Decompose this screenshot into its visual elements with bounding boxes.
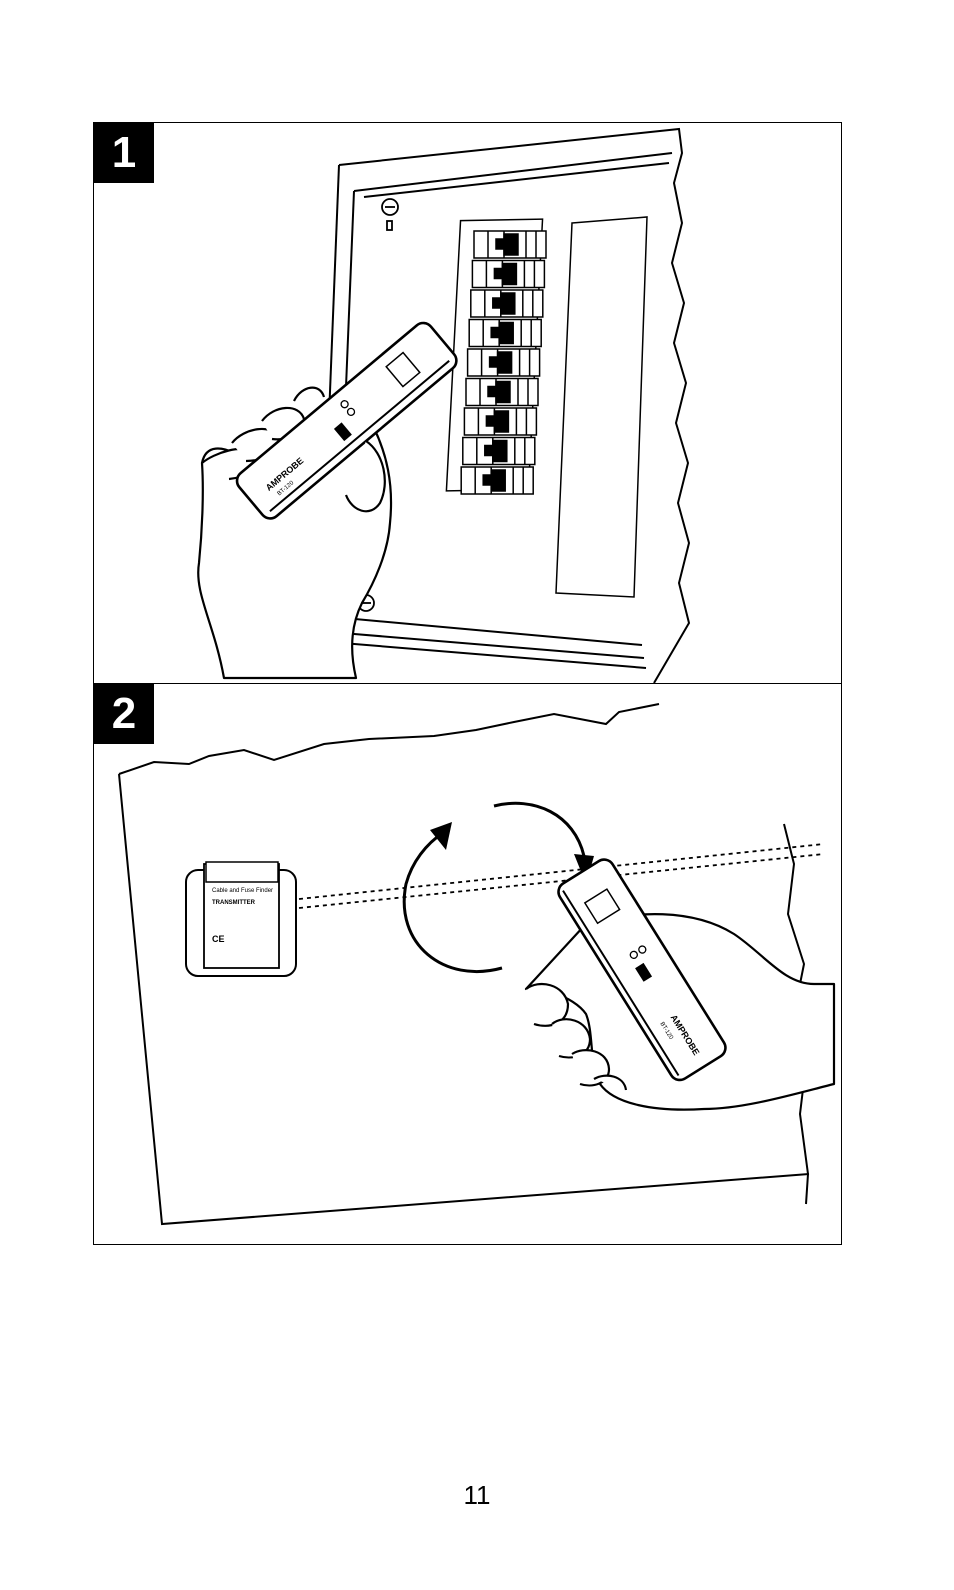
breaker-lever <box>495 380 511 404</box>
breaker-lever <box>501 262 518 286</box>
breaker-lever <box>503 233 519 256</box>
step-2-panel: 2 Cable and Fuse Finder TRANSMITTER CE <box>93 683 842 1245</box>
breaker-lever <box>492 439 508 463</box>
breaker-lever <box>490 469 506 492</box>
electrical-cabinet <box>321 127 691 683</box>
breaker-lever <box>493 410 510 433</box>
transmitter-label: TRANSMITTER <box>212 900 256 906</box>
breaker-panel-illustration: AMPROBE BT-120 <box>197 127 691 683</box>
step-2-badge: 2 <box>94 684 154 744</box>
page-number: 11 <box>463 1480 491 1510</box>
voltage-detector: AMPROBE BT-120 <box>235 321 458 520</box>
rotation-arrows <box>402 801 586 974</box>
arrow-heads <box>430 822 594 884</box>
voltage-detector: AMPROBE BT-120 <box>557 858 727 1082</box>
transmitter-title: Cable and Fuse Finder <box>212 888 273 894</box>
breaker-label-area <box>555 216 648 598</box>
step-1-badge: 1 <box>94 123 154 183</box>
breaker-lever <box>498 321 514 345</box>
transmitter-device: Cable and Fuse Finder TRANSMITTER CE <box>185 861 297 977</box>
ce-mark: CE <box>212 934 225 944</box>
breaker-lever <box>500 292 516 315</box>
wall-tracing-illustration: Cable and Fuse Finder TRANSMITTER CE <box>118 703 836 1226</box>
step-1-panel: 1 <box>93 122 842 684</box>
breaker-lever <box>496 351 513 374</box>
circuit-breakers <box>445 218 547 495</box>
